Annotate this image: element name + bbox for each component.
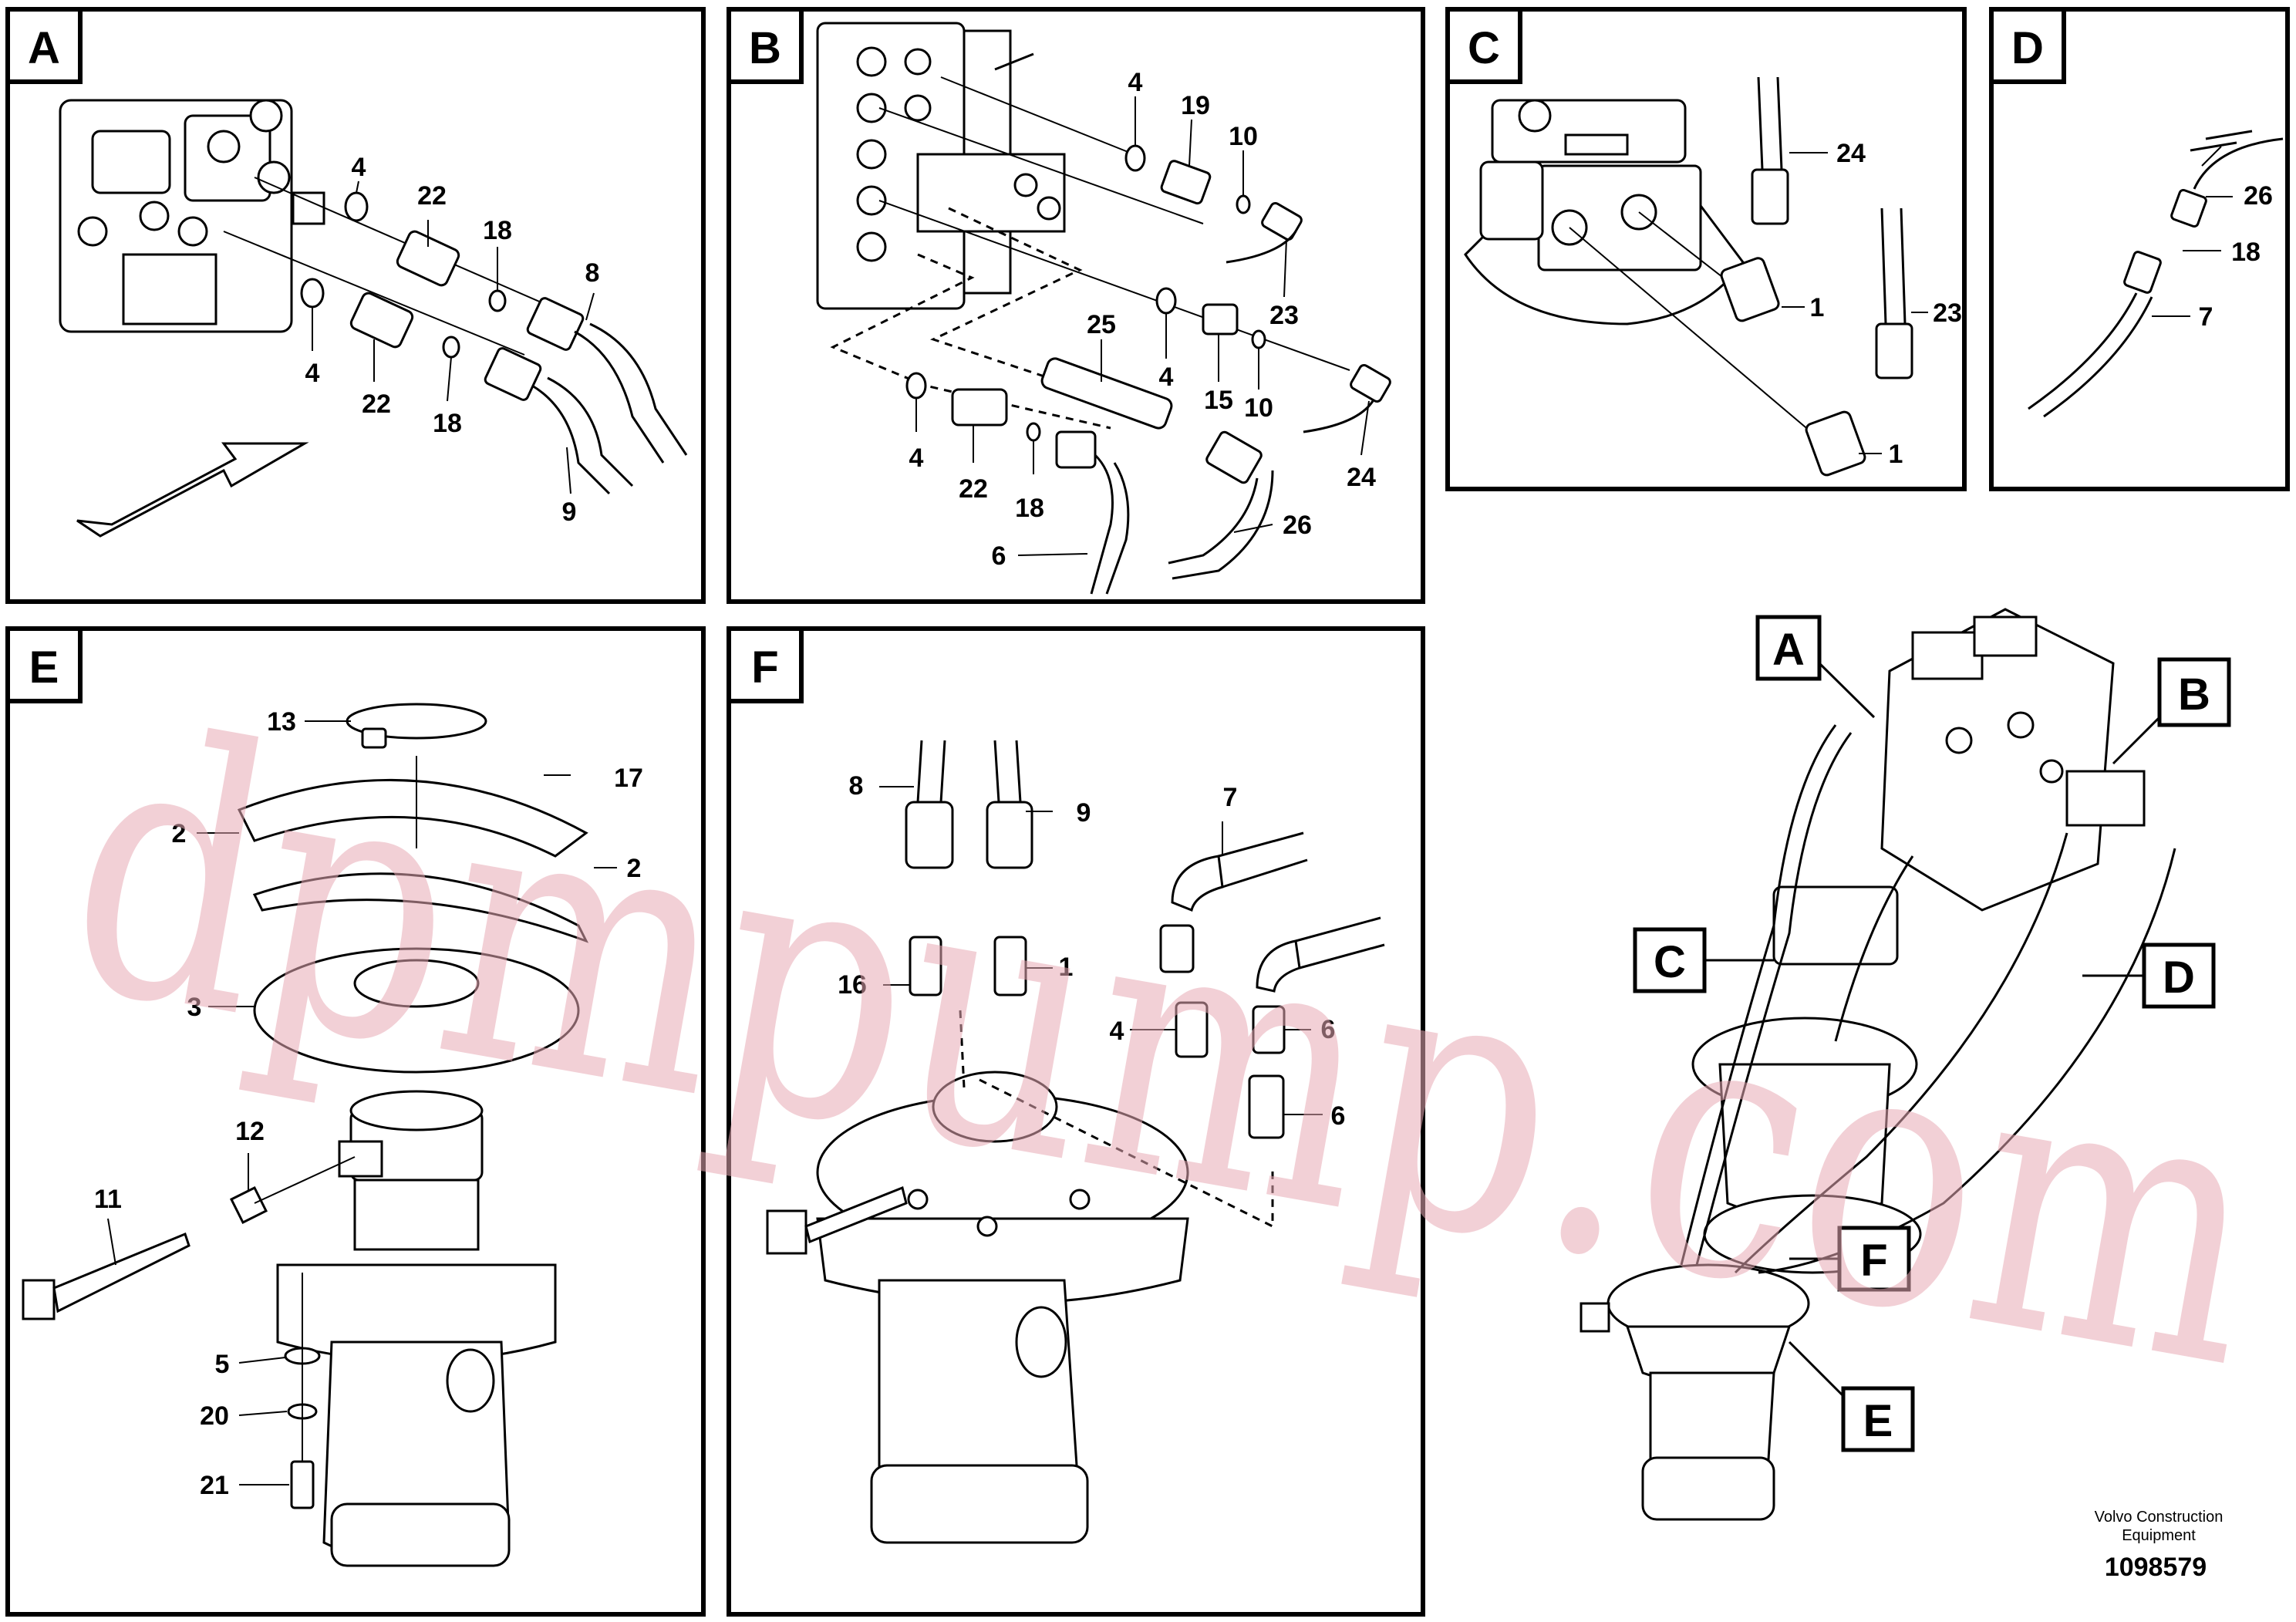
callout-e-2-right: 2 — [627, 854, 642, 883]
callout-b-4-top: 4 — [1128, 68, 1143, 97]
callout-d-26: 26 — [2244, 181, 2273, 211]
panel-e-tag: E — [29, 642, 59, 693]
callout-a-22-lower: 22 — [362, 389, 391, 419]
callout-f-8: 8 — [849, 771, 864, 801]
callout-e-12: 12 — [235, 1117, 265, 1146]
callout-b-26: 26 — [1283, 511, 1312, 540]
overview-tag-d: D — [2163, 953, 2195, 1003]
callout-b-6: 6 — [992, 541, 1006, 571]
callout-c-1-upper: 1 — [1810, 293, 1825, 322]
overview-tag-a: A — [1772, 625, 1805, 675]
callout-a-4-upper: 4 — [352, 153, 366, 182]
cover-plate — [253, 947, 580, 1074]
callout-b-23: 23 — [1269, 301, 1299, 330]
callout-a-22-upper: 22 — [417, 181, 447, 211]
callout-e-2-left: 2 — [172, 819, 187, 848]
control-valve-block — [816, 22, 1066, 310]
callout-a-4-lower: 4 — [305, 359, 320, 388]
panel-a-tag: A — [28, 23, 60, 73]
callout-d-18: 18 — [2231, 238, 2261, 267]
direction-arrow-icon — [76, 442, 309, 538]
swing-motor-valve — [1464, 99, 1745, 325]
company-name-line1: Volvo Construction — [2095, 1509, 2224, 1526]
callout-f-9: 9 — [1077, 798, 1091, 828]
swivel-joint-assembled — [816, 1071, 1189, 1544]
panel-b: B — [727, 7, 1425, 604]
callout-c-24: 24 — [1836, 139, 1866, 168]
panel-f: F — [727, 626, 1425, 1617]
panel-d-tag: D — [2011, 23, 2044, 73]
callout-b-24: 24 — [1347, 463, 1376, 492]
panel-a: A — [5, 7, 706, 604]
callout-f-1: 1 — [1059, 953, 1074, 982]
panel-b-tag: B — [749, 23, 781, 73]
callout-f-6-lower: 6 — [1331, 1101, 1346, 1131]
overview-tag-b: B — [2178, 669, 2210, 720]
drawing-number: 1098579 — [2105, 1553, 2207, 1582]
callout-b-10-mid: 10 — [1244, 393, 1273, 423]
callout-d-7: 7 — [2199, 302, 2213, 332]
callout-b-4-mid: 4 — [1159, 363, 1174, 392]
callout-b-19: 19 — [1181, 91, 1210, 120]
overview-tag-f: F — [1860, 1236, 1887, 1286]
overview-tag-c: C — [1654, 937, 1686, 987]
callout-b-15: 15 — [1204, 386, 1233, 415]
panel-c: C 24 1 23 1 — [1445, 7, 1967, 491]
callout-a-9: 9 — [562, 497, 577, 527]
callout-e-3: 3 — [187, 993, 202, 1022]
callout-a-8: 8 — [585, 258, 600, 288]
callout-b-22: 22 — [959, 474, 988, 504]
callout-e-13: 13 — [267, 707, 296, 737]
callout-f-6-upper: 6 — [1321, 1015, 1336, 1044]
callout-b-18: 18 — [1015, 494, 1044, 523]
panel-f-tag: F — [751, 642, 778, 693]
callout-f-4: 4 — [1110, 1017, 1124, 1046]
callout-b-10-top: 10 — [1229, 122, 1258, 151]
overview-tag-e: E — [1863, 1396, 1893, 1446]
swivel-joint — [276, 1090, 557, 1567]
callout-e-20: 20 — [200, 1401, 229, 1431]
callout-a-18-lower: 18 — [433, 409, 462, 438]
panel-d: D 26 18 7 — [1989, 7, 2290, 491]
panel-c-tag: C — [1468, 23, 1500, 73]
callout-b-4-low: 4 — [909, 443, 924, 473]
callout-e-21: 21 — [200, 1471, 229, 1500]
callout-f-16: 16 — [838, 970, 867, 1000]
callout-e-11: 11 — [94, 1185, 122, 1214]
panel-e: E — [5, 626, 706, 1617]
overview-assembly: A B C D F E — [1580, 608, 2231, 1521]
callout-c-23: 23 — [1933, 298, 1962, 328]
callout-e-5: 5 — [215, 1350, 230, 1379]
callout-b-25: 25 — [1087, 310, 1116, 339]
company-name-line2: Equipment — [2122, 1527, 2196, 1544]
callout-c-1-lower: 1 — [1889, 440, 1903, 469]
callout-a-18-upper: 18 — [483, 216, 512, 245]
control-valve-block — [59, 99, 325, 333]
callout-f-7: 7 — [1223, 783, 1238, 812]
callout-e-17: 17 — [614, 764, 643, 793]
